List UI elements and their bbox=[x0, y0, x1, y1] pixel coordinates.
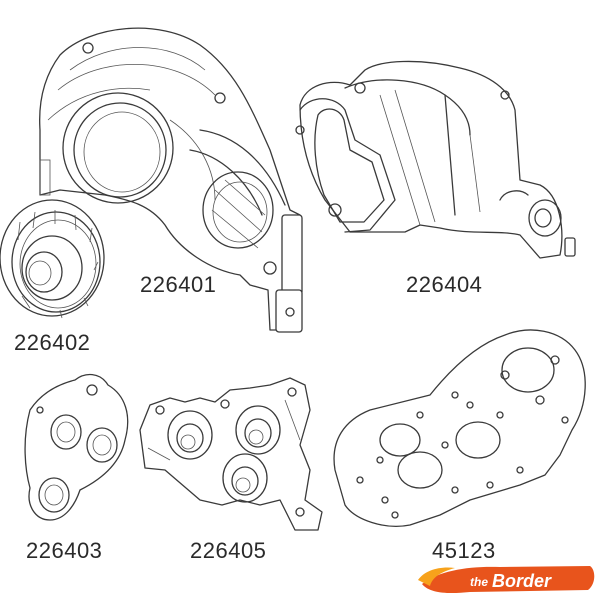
flame-swoosh bbox=[422, 566, 595, 594]
label-226402: 226402 bbox=[14, 330, 90, 355]
label-226403: 226403 bbox=[26, 538, 102, 563]
label-226404: 226404 bbox=[406, 272, 482, 297]
gear-holder-drawing bbox=[139, 377, 323, 531]
logo-prefix: the bbox=[470, 575, 488, 589]
gearbox-housing-drawing bbox=[39, 27, 303, 333]
small-cover-drawing bbox=[24, 373, 129, 521]
motor-plate-drawing bbox=[333, 329, 586, 527]
logo-name: Border bbox=[492, 571, 552, 591]
label-226405: 226405 bbox=[190, 538, 266, 563]
label-45123: 45123 bbox=[432, 538, 496, 563]
gearbox-cap-drawing bbox=[0, 199, 105, 319]
flame-accent bbox=[418, 567, 455, 586]
label-226401: 226401 bbox=[140, 272, 216, 297]
the-border-logo: the Border bbox=[418, 566, 595, 594]
motor-cover-drawing bbox=[295, 60, 576, 259]
